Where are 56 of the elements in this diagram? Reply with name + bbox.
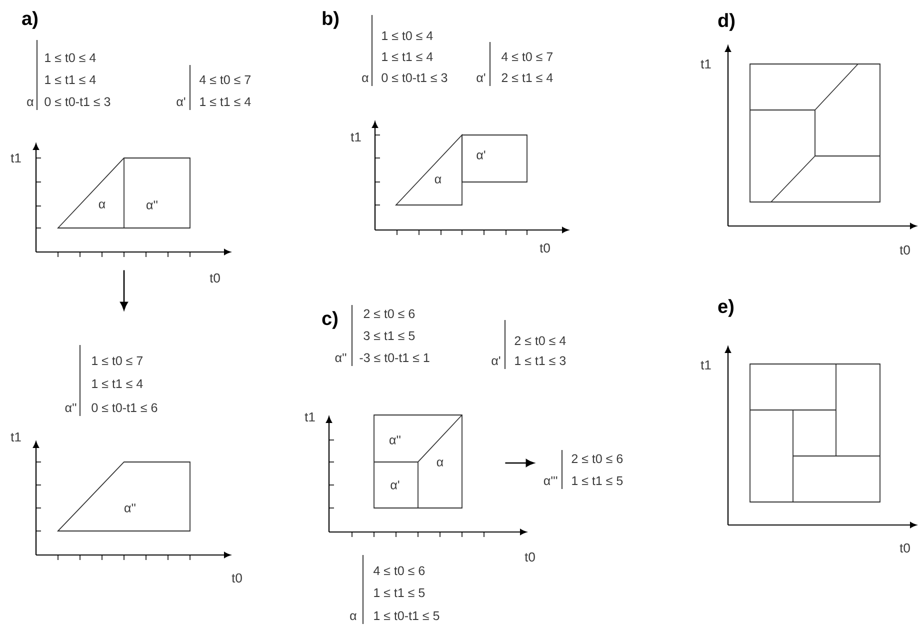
constraint-text: 2 ≤ t0 ≤ 6 — [364, 309, 415, 318]
constraint-text: 1 ≤ t0 ≤ 4 — [45, 53, 96, 62]
constraint-name: α' — [492, 356, 500, 366]
region-label: α'' — [146, 200, 158, 210]
constraint-text: 1 ≤ t1 ≤ 4 — [382, 52, 433, 62]
constraint-text: 1 ≤ t1 ≤ 4 — [45, 75, 96, 84]
constraint-text: -3 ≤ t0-t1 ≤ 1 — [360, 353, 430, 362]
axis-label: t0 — [540, 243, 550, 253]
constraint-block: α'' 1 ≤ t0 ≤ 7 1 ≤ t1 ≤ 4 0 ≤ t0-t1 ≤ 6 — [65, 344, 158, 416]
constraint-name: α' — [476, 73, 486, 82]
constraint-name: α — [27, 99, 34, 106]
region-label: α' — [476, 150, 486, 160]
arrow — [505, 459, 534, 467]
axis-label: t0 — [900, 245, 910, 255]
axis-label: t1 — [350, 132, 361, 142]
constraint-text: 4 ≤ t0 ≤ 7 — [501, 52, 552, 62]
region-label: α' — [390, 480, 400, 490]
constraint-text: 1 ≤ t1 ≤ 4 — [200, 97, 251, 106]
constraint-text: 1 ≤ t0 ≤ 4 — [382, 31, 433, 40]
plot-drawing — [326, 414, 527, 538]
constraint-text: 4 ≤ t0 ≤ 7 — [200, 75, 251, 84]
region-label: α — [98, 202, 106, 208]
panel-label: a) — [22, 11, 38, 29]
axis-label: t0 — [210, 273, 220, 283]
axis-label: t1 — [700, 360, 711, 370]
constraint-name: α' — [176, 97, 186, 106]
constraint-text: 1 ≤ t0-t1 ≤ 5 — [374, 611, 440, 620]
plot-drawing — [33, 143, 231, 258]
axis-label: t0 — [900, 543, 910, 553]
panel-label: b) — [322, 11, 339, 29]
region-label: α'' — [390, 436, 400, 444]
axis-label: t1 — [700, 59, 711, 69]
constraint-text: 2 ≤ t0 ≤ 4 — [514, 336, 566, 346]
panel-label: c) — [322, 311, 338, 329]
panel-label: d) — [718, 13, 735, 31]
constraint-text: 4 ≤ t0 ≤ 6 — [374, 566, 425, 576]
constraint-name: α — [362, 75, 368, 82]
panel-label: e) — [718, 299, 734, 317]
region-label: α — [434, 176, 442, 184]
axis-label: t0 — [524, 552, 535, 562]
constraint-name: α — [350, 613, 356, 620]
axis-label: t0 — [232, 573, 242, 583]
region-label: α — [436, 460, 444, 466]
constraint-name: α'' — [335, 353, 346, 362]
axis-label: t1 — [10, 432, 21, 442]
constraint-text: 3 ≤ t1 ≤ 5 — [364, 331, 415, 340]
constraint-text: 0 ≤ t0-t1 ≤ 3 — [382, 73, 448, 82]
constraint-block: α''' 2 ≤ t0 ≤ 6 1 ≤ t1 ≤ 5 — [544, 450, 623, 490]
axis-label: t1 — [10, 153, 21, 163]
arrow — [120, 270, 128, 310]
constraint-text: 2 ≤ t1 ≤ 4 — [502, 73, 553, 82]
constraint-text: 1 ≤ t1 ≤ 5 — [374, 588, 425, 598]
constraint-text: 1 ≤ t1 ≤ 3 — [515, 356, 566, 366]
axis-label: t1 — [304, 412, 315, 422]
constraint-text: 0 ≤ t0-t1 ≤ 3 — [44, 97, 110, 106]
region-label: α'' — [124, 504, 136, 512]
